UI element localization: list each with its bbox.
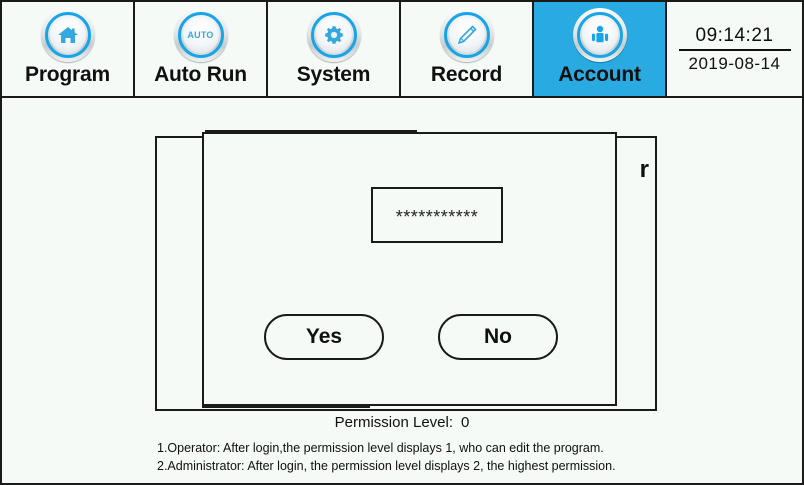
password-confirm-dialog: *********** Yes No: [202, 132, 617, 406]
nav-tab-auto-run-label: Auto Run: [154, 63, 247, 86]
permission-level-value: 0: [461, 414, 470, 431]
pencil-icon: [448, 17, 485, 53]
password-input[interactable]: ***********: [371, 187, 503, 243]
clock-date: 2019-08-14: [688, 53, 781, 73]
panel-partial-user-label: r: [639, 156, 649, 183]
no-button[interactable]: No: [438, 314, 558, 360]
account-icon-ring: [572, 8, 627, 62]
nav-tab-system-label: System: [296, 63, 371, 86]
password-input-value: ***********: [395, 207, 479, 227]
record-icon-ring: [439, 8, 494, 62]
yes-button[interactable]: Yes: [264, 314, 384, 360]
nav-tab-program-label: Program: [25, 63, 110, 86]
nav-tab-program[interactable]: Program: [2, 2, 135, 96]
nav-tab-auto-run[interactable]: AUTO Auto Run: [135, 2, 268, 96]
clock-divider: [678, 48, 791, 51]
nav-tab-record-label: Record: [430, 63, 503, 86]
modal-top-shadow: [205, 130, 417, 133]
nav-tab-system[interactable]: System: [268, 2, 401, 96]
help-text-line-2: 2.Administrator: After login, the permis…: [157, 459, 616, 474]
permission-level-row: Permission Level: 0: [2, 414, 802, 431]
help-text-block: 1.Operator: After login,the permission l…: [157, 439, 616, 475]
nav-tab-account-label: Account: [558, 63, 641, 86]
person-icon: [581, 17, 618, 53]
clock-time: 09:14:21: [695, 24, 774, 46]
home-icon: [49, 17, 86, 53]
program-icon-ring: [40, 8, 95, 62]
top-navigation-bar: Program AUTO Auto Run System: [2, 2, 802, 98]
modal-bottom-shadow: [202, 405, 370, 408]
auto-icon: AUTO: [182, 17, 219, 53]
nav-tab-account[interactable]: Account: [534, 2, 667, 96]
auto-icon-text: AUTO: [187, 30, 214, 40]
nav-tab-record[interactable]: Record: [401, 2, 534, 96]
gear-icon: [315, 17, 352, 53]
main-content-area: r *********** Yes No Permission Level:0 …: [2, 98, 802, 483]
permission-level-label: Permission Level:: [334, 414, 454, 431]
help-text-line-1: 1.Operator: After login,the permission l…: [157, 441, 604, 455]
auto-run-icon-ring: AUTO: [173, 8, 228, 62]
system-icon-ring: [306, 8, 361, 62]
clock-display: 09:14:21 2019-08-14: [667, 2, 802, 96]
